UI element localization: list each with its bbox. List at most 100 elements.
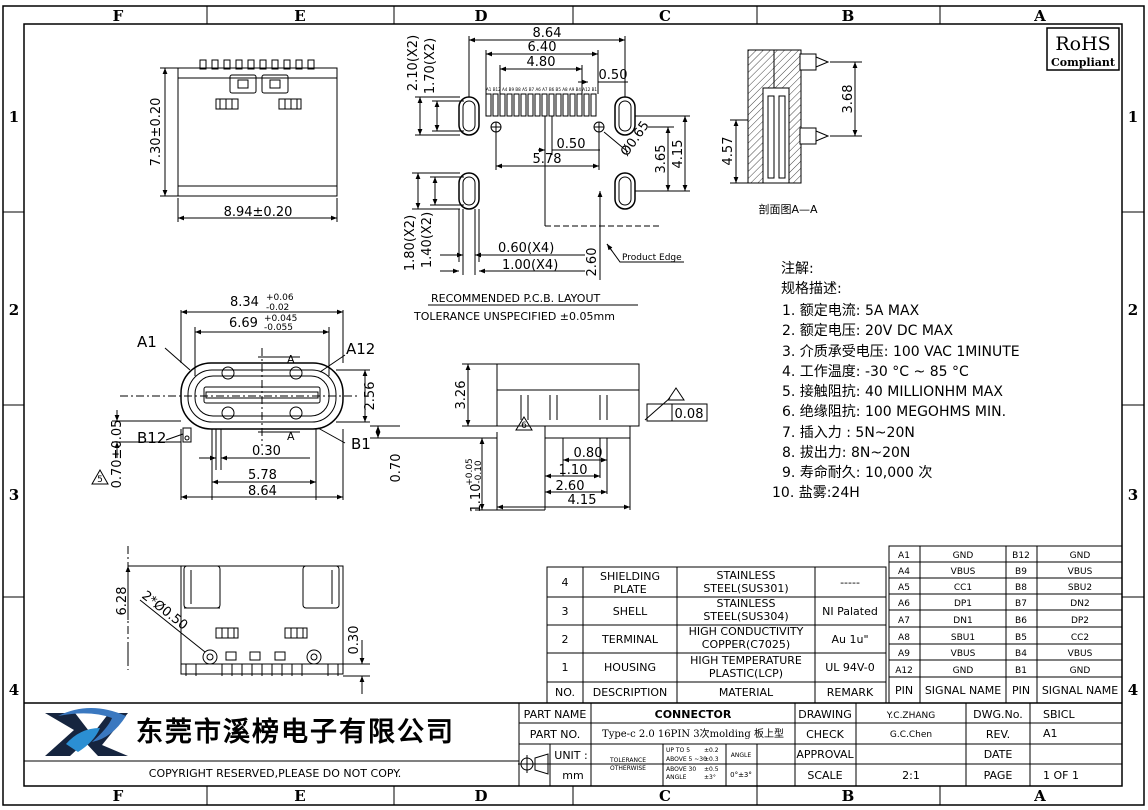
- side-dim-1-10: 1.10: [559, 463, 588, 478]
- side-view: [370, 363, 708, 511]
- bom-row-2-no: 2: [562, 633, 569, 646]
- rohs-title: RoHS: [1055, 33, 1110, 55]
- pin-cell-r6-c1: A8: [898, 633, 910, 643]
- grid-row-4-right: 4: [1128, 681, 1138, 699]
- grid-row-labels: 1 2 3 4 1 2 3 4: [9, 108, 1138, 699]
- pin-cell-r4-c3: B7: [1015, 599, 1027, 609]
- top-dim-8-64: 8.64: [248, 484, 277, 499]
- grid-col-c: C: [659, 7, 671, 25]
- pcb-dim-5-78: 5.78: [533, 152, 562, 167]
- section-mark-a-top: A: [287, 353, 295, 366]
- angle-value: 0°±3°: [730, 771, 752, 779]
- label-b12: B12: [137, 429, 166, 447]
- bom-row-4-desc-1: SHIELDING: [600, 570, 660, 583]
- pin-cell-r8-c4: GND: [1070, 666, 1091, 676]
- pin-cell-r3-c1: A5: [898, 583, 910, 593]
- check-label: CHECK: [806, 728, 845, 741]
- rohs-badge: RoHS Compliant: [1046, 27, 1120, 71]
- pcb-dim-1-80: 1.80(X2): [403, 215, 418, 271]
- note-1: 1. 额定电流: 5A MAX: [782, 303, 920, 319]
- part-name-value: CONNECTOR: [655, 708, 732, 721]
- pin-cell-r6-c2: SBU1: [951, 633, 975, 643]
- tolerance-label-1: TOLERANCE: [609, 757, 646, 764]
- copyright-notice: COPYRIGHT RESERVED,PLEASE DO NOT COPY.: [149, 767, 401, 780]
- top-dim-6-69-tol-up: +0.045: [264, 314, 297, 324]
- section-dim-4-57: 4.57: [721, 137, 736, 166]
- bottom-dim-0-50: 2*Ø0.50: [139, 588, 191, 633]
- pin-cell-r1-c2: GND: [953, 551, 974, 561]
- label-a1: A1: [137, 333, 157, 351]
- bom-row-3-no: 3: [562, 605, 569, 618]
- top-dim-6-69-tol-dn: -0.055: [264, 323, 293, 333]
- pin-cell-r1-c4: GND: [1070, 551, 1091, 561]
- top-view: [91, 309, 370, 500]
- company-name: 东莞市溪榜电子有限公司: [136, 716, 455, 748]
- bottom-view-dims: 6.28 2*Ø0.50 0.30: [115, 587, 362, 655]
- grid-col-c-bottom: C: [659, 787, 671, 805]
- check-value: G.C.Chen: [890, 730, 932, 740]
- note-10: 10. 盐雾:24H: [772, 485, 860, 501]
- tol-row-2-label: ABOVE 5 ~30: [666, 756, 707, 763]
- grid-row-4: 4: [9, 681, 19, 699]
- bom-row-2-mat-1: HIGH CONDUCTIVITY: [689, 625, 804, 638]
- grid-column-labels-top: F E D C B A: [113, 7, 1047, 25]
- date-label: DATE: [984, 748, 1013, 761]
- pin-cell-r4-c1: A6: [898, 599, 910, 609]
- pin-cell-r7-c1: A9: [898, 649, 910, 659]
- grid-col-d-bottom: D: [474, 787, 487, 805]
- unit-value: mm: [562, 769, 583, 782]
- note-4: 4. 工作温度: -30 °C ~ 85 °C: [782, 364, 969, 380]
- pcb-dim-1-70: 1.70(X2): [423, 38, 438, 94]
- approval-label: APPROVAL: [796, 748, 854, 761]
- page-value: 1 OF 1: [1043, 769, 1079, 782]
- pin-cell-r2-c4: VBUS: [1068, 567, 1093, 577]
- top-flag-5: 5: [97, 475, 103, 485]
- tolerance-label-2: OTHERWISE: [610, 765, 646, 772]
- unit-label: UNIT :: [554, 749, 587, 762]
- pin-header-pin-b: PIN: [1012, 684, 1030, 697]
- grid-column-labels-bottom: F E D C B A: [113, 787, 1047, 805]
- sheet-frame: [2, 5, 1145, 806]
- pin-cell-r4-c2: DP1: [954, 599, 972, 609]
- pin-table-header: PIN SIGNAL NAME PIN SIGNAL NAME: [895, 684, 1118, 697]
- title-block: [24, 702, 1122, 786]
- pin-cell-r7-c3: B4: [1015, 649, 1027, 659]
- rev-label: REV.: [986, 728, 1010, 741]
- bom-row-4-remark: -----: [840, 576, 860, 589]
- title-block-text: PART NAME CONNECTOR PART NO. Type-c 2.0 …: [524, 708, 1079, 782]
- grid-col-b-bottom: B: [842, 787, 855, 805]
- section-view: [730, 49, 862, 184]
- tol-row-4-label: ANGLE: [666, 774, 687, 781]
- page-label: PAGE: [984, 769, 1013, 782]
- section-mark-a-bottom: A: [287, 430, 295, 443]
- bom-row-4-desc-2: PLATE: [613, 583, 646, 596]
- bom-row-2-mat-2: COPPER(C7025): [702, 638, 790, 651]
- note-8: 8. 拔出力: 8N~20N: [782, 445, 910, 461]
- rohs-subtitle: Compliant: [1051, 56, 1116, 69]
- pin-cell-r2-c2: VBUS: [951, 567, 976, 577]
- pcb-dim-8-64: 8.64: [533, 26, 562, 41]
- note-3: 3. 介质承受电压: 100 VAC 1MINUTE: [782, 344, 1020, 360]
- product-edge-label: Product Edge: [622, 253, 682, 263]
- pcb-dim-3-65: 3.65: [654, 145, 669, 174]
- bom-row-1-mat-2: PLASTIC(LCP): [709, 667, 783, 680]
- pin-cell-r5-c4: DP2: [1071, 616, 1089, 626]
- label-b1: B1: [351, 435, 371, 453]
- bottom-dim-6-28: 6.28: [115, 587, 130, 616]
- notes-header: 注解:: [781, 261, 814, 277]
- grid-row-2-right: 2: [1128, 301, 1138, 319]
- tol-row-2-value: ±0.3: [704, 756, 719, 763]
- notes-block: 注解: 规格描述: 1. 额定电流: 5A MAX 2. 额定电压: 20V D…: [772, 261, 1020, 501]
- bom-header-material: MATERIAL: [719, 686, 774, 699]
- note-5: 5. 接触阻抗: 40 MILLIONHM MAX: [782, 383, 1003, 400]
- pin-cell-r7-c4: VBUS: [1068, 649, 1093, 659]
- bottom-view: [125, 546, 370, 694]
- note-6: 6. 绝缘阻抗: 100 MEGOHMS MIN.: [782, 404, 1006, 420]
- pcb-dim-1-40: 1.40(X2): [420, 212, 435, 268]
- pcb-dim-0-60: 0.60(X4): [498, 241, 554, 256]
- bom-row-4-no: 4: [562, 576, 569, 589]
- bom-row-3-desc: SHELL: [613, 605, 648, 618]
- scale-value: 2:1: [902, 769, 920, 782]
- pin-header-pin-a: PIN: [895, 684, 913, 697]
